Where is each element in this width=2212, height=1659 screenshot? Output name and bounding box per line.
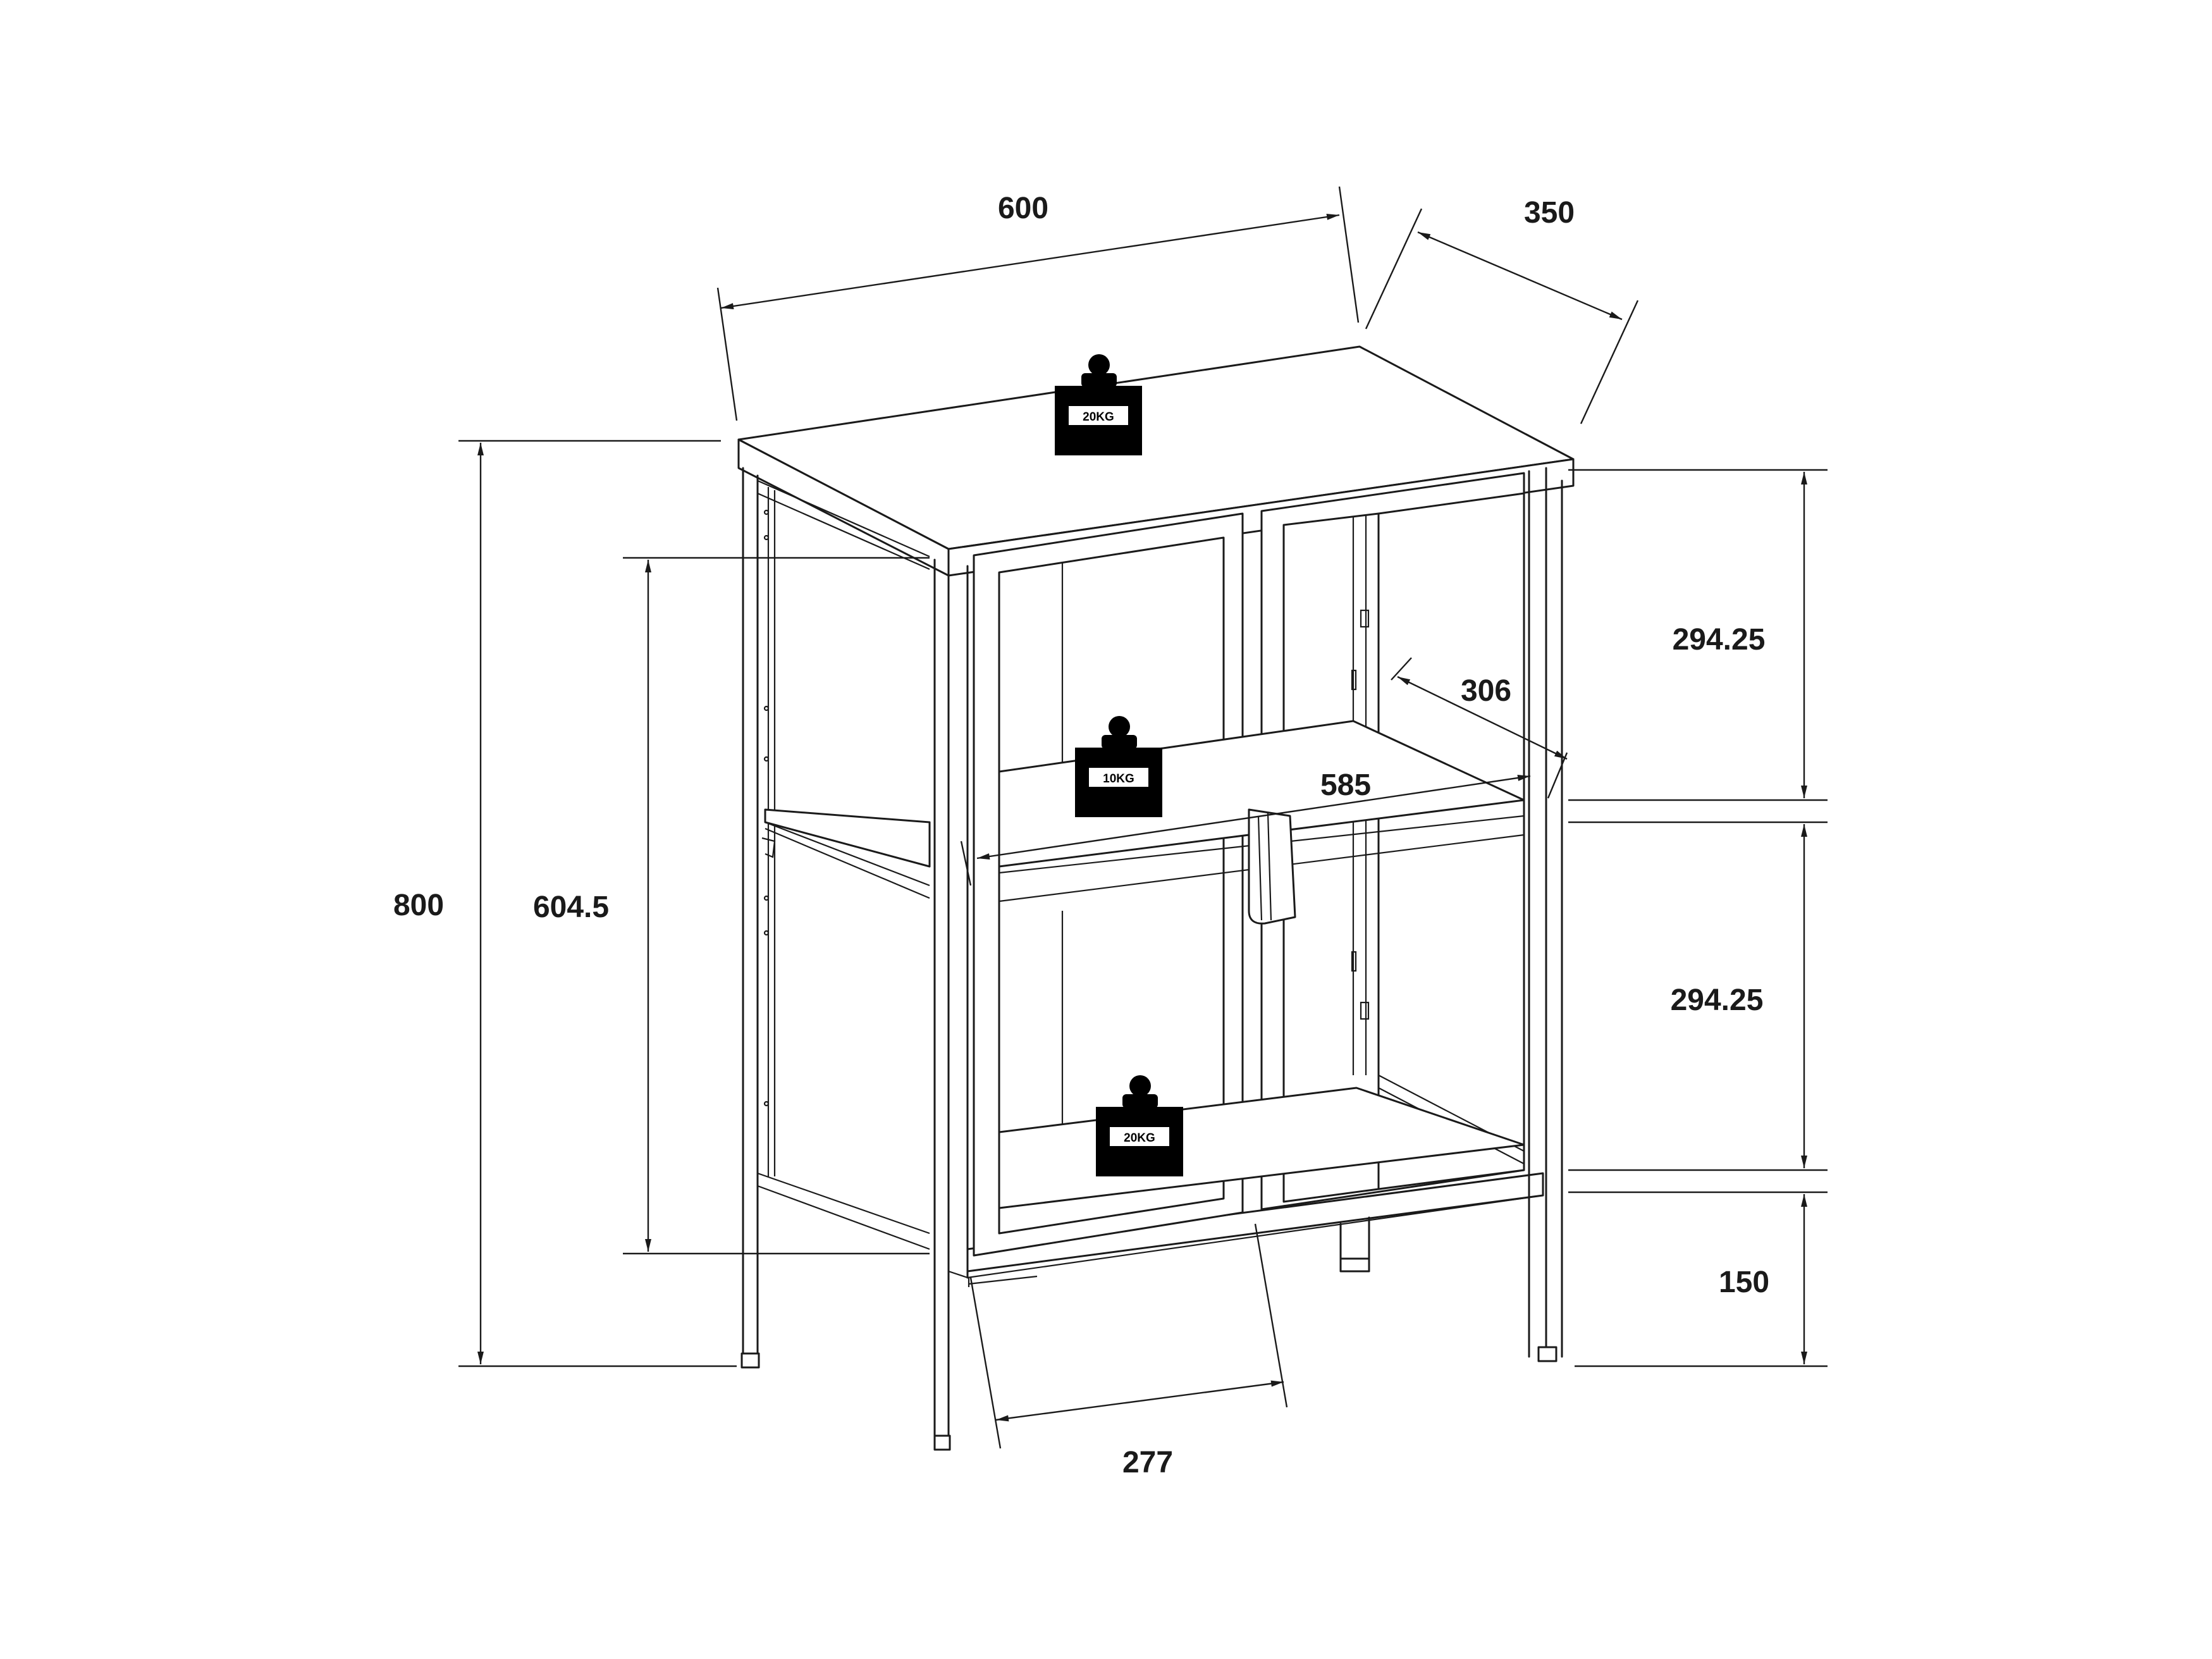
left-door [973, 512, 1244, 1257]
dim-label-depth: 350 [1524, 196, 1575, 230]
right-back-leg [1339, 1216, 1370, 1273]
right-front-post [1528, 467, 1563, 1362]
door-handle [1248, 808, 1296, 925]
weight-icon: 20KG [1096, 1075, 1183, 1176]
front-left-post [933, 558, 969, 1451]
cabinet-outline [737, 345, 1575, 1451]
dimension-door-width: 277 [969, 1223, 1288, 1479]
weight-label-shelf: 10KG [1103, 772, 1134, 786]
dimension-shelf-width: 585 [960, 768, 1531, 886]
weight-label-bottom: 20KG [1124, 1132, 1155, 1145]
shelf-left-side [761, 808, 931, 899]
dim-label-shelf-depth: 306 [1461, 674, 1511, 708]
dimension-inner-height: 604.5 [533, 557, 930, 1255]
dim-label-inner-height: 604.5 [533, 891, 609, 924]
dim-label-leg-height: 150 [1719, 1266, 1769, 1299]
dimension-depth: 350 [1365, 196, 1639, 424]
left-side-frame [757, 479, 930, 1250]
dim-label-shelf-width: 585 [1320, 768, 1371, 802]
weight-label-top: 20KG [1083, 410, 1114, 424]
dimension-right-stack: 294.25 294.25 150 [1568, 469, 1828, 1367]
dimension-width: 600 [716, 186, 1360, 421]
dim-label-compartment-upper: 294.25 [1673, 623, 1766, 657]
weight-icon: 20KG [1055, 354, 1142, 455]
dimension-overall-height: 800 [393, 440, 737, 1367]
dim-label-compartment-lower: 294.25 [1671, 984, 1764, 1017]
dim-label-door-width: 277 [1122, 1446, 1173, 1479]
dim-label-height: 800 [393, 889, 444, 922]
left-back-post [740, 467, 760, 1369]
dimension-shelf-depth: 306 [1391, 657, 1568, 799]
dim-label-width: 600 [998, 192, 1048, 225]
